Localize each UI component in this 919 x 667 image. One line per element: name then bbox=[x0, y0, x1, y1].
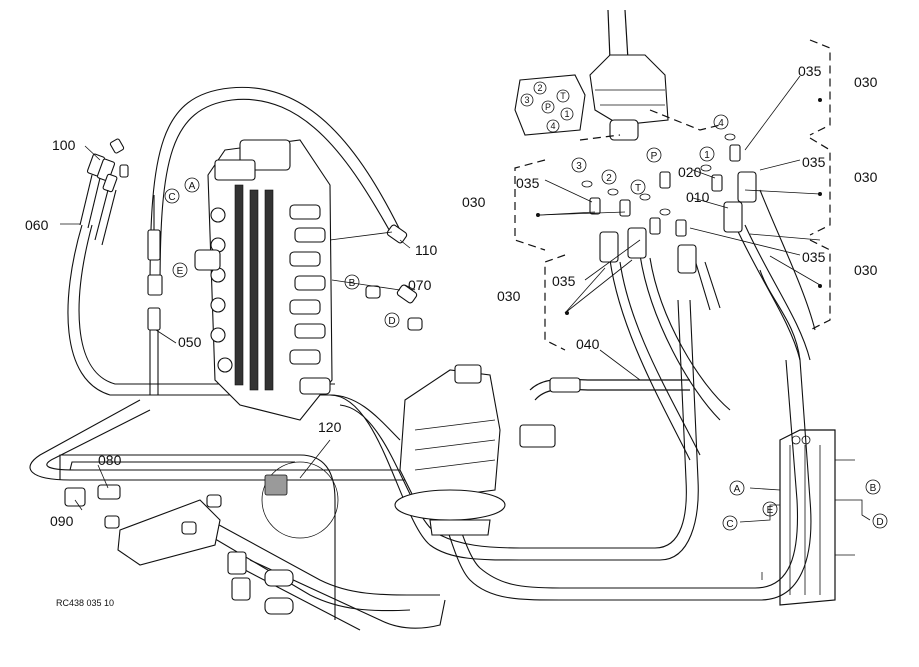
svg-text:D: D bbox=[876, 517, 883, 528]
left-hoses bbox=[79, 138, 163, 395]
callout-valve-e: E bbox=[172, 262, 188, 278]
label-035-left: 035 bbox=[516, 175, 540, 191]
label-035-top: 035 bbox=[798, 63, 822, 79]
svg-text:A: A bbox=[734, 484, 741, 495]
callout-joy-p: P bbox=[646, 147, 662, 163]
callout-key-a: A bbox=[729, 480, 745, 496]
leader-lines bbox=[60, 75, 821, 511]
svg-text:1: 1 bbox=[704, 150, 710, 161]
svg-text:3: 3 bbox=[524, 95, 529, 105]
callout-plate-p: P bbox=[541, 100, 555, 114]
valve-spools bbox=[234, 184, 274, 391]
label-030-bottom: 030 bbox=[497, 288, 521, 304]
svg-text:P: P bbox=[545, 102, 551, 112]
valve-ports-left bbox=[194, 207, 233, 373]
callout-plate-4: 4 bbox=[546, 119, 560, 133]
group-brackets-030 bbox=[514, 39, 831, 351]
callout-valve-a: A bbox=[184, 177, 200, 193]
label-070: 070 bbox=[408, 277, 432, 293]
svg-text:B: B bbox=[870, 483, 877, 494]
label-040: 040 bbox=[576, 336, 600, 352]
label-020: 020 bbox=[678, 164, 702, 180]
label-035-bottom: 035 bbox=[552, 273, 576, 289]
label-050: 050 bbox=[178, 334, 202, 350]
port-key-diagram bbox=[739, 429, 871, 606]
svg-text:E: E bbox=[177, 266, 184, 277]
label-035-r3: 035 bbox=[802, 249, 826, 265]
svg-text:C: C bbox=[168, 192, 175, 203]
label-100: 100 bbox=[52, 137, 76, 153]
label-030-r2: 030 bbox=[854, 169, 878, 185]
part-number-labels: 100 060 050 080 090 110 070 120 040 035 … bbox=[25, 63, 878, 529]
svg-text:4: 4 bbox=[550, 121, 555, 131]
valve-ports-right bbox=[289, 204, 331, 395]
callout-valve-c: C bbox=[164, 188, 180, 204]
callout-plate-3: 3 bbox=[520, 93, 534, 107]
svg-text:D: D bbox=[388, 316, 395, 327]
label-030-left: 030 bbox=[462, 194, 486, 210]
pilot-joystick bbox=[514, 9, 669, 141]
lower-valve-assembly bbox=[64, 461, 339, 615]
figure-code: RC438 035 10 bbox=[56, 598, 114, 608]
joystick-fittings bbox=[581, 133, 757, 274]
svg-text:T: T bbox=[560, 91, 566, 101]
callout-plate-2: 2 bbox=[533, 81, 547, 95]
callout-plate-t: T bbox=[556, 89, 570, 103]
label-080: 080 bbox=[98, 452, 122, 468]
svg-text:4: 4 bbox=[718, 118, 724, 129]
callout-plate-1: 1 bbox=[560, 107, 574, 121]
callout-key-d: D bbox=[872, 513, 888, 529]
control-valve bbox=[194, 139, 423, 421]
svg-text:2: 2 bbox=[537, 83, 542, 93]
swivel-joint bbox=[394, 364, 690, 536]
label-090: 090 bbox=[50, 513, 74, 529]
svg-text:T: T bbox=[635, 183, 641, 194]
label-035-r2: 035 bbox=[802, 154, 826, 170]
svg-text:1: 1 bbox=[564, 109, 569, 119]
callout-valve-b: B bbox=[344, 274, 360, 290]
svg-text:A: A bbox=[189, 181, 196, 192]
svg-text:2: 2 bbox=[606, 173, 612, 184]
label-030-r3: 030 bbox=[854, 262, 878, 278]
callout-joy-3: 3 bbox=[571, 157, 587, 173]
callout-key-e: E bbox=[762, 501, 778, 517]
label-030-top: 030 bbox=[854, 74, 878, 90]
label-110: 110 bbox=[415, 242, 438, 258]
callout-key-c: C bbox=[722, 515, 738, 531]
svg-text:P: P bbox=[651, 151, 658, 162]
callout-joy-1: 1 bbox=[699, 146, 715, 162]
callout-joy-4: 4 bbox=[713, 114, 729, 130]
label-010: 010 bbox=[686, 189, 710, 205]
callout-joy-2: 2 bbox=[601, 169, 617, 185]
main-hose-routes bbox=[29, 86, 812, 631]
svg-text:E: E bbox=[767, 505, 774, 516]
svg-text:C: C bbox=[726, 519, 733, 530]
svg-text:3: 3 bbox=[576, 161, 582, 172]
leader-dots bbox=[536, 98, 822, 315]
callout-valve-d: D bbox=[384, 312, 400, 328]
callout-key-b: B bbox=[865, 479, 881, 495]
label-060: 060 bbox=[25, 217, 49, 233]
svg-text:B: B bbox=[349, 278, 356, 289]
label-120: 120 bbox=[318, 419, 342, 435]
port-callouts: A C E B D 3 2 T P 1 4 1 2 3 4 P T A B C … bbox=[164, 81, 888, 531]
callout-joy-t: T bbox=[630, 179, 646, 195]
